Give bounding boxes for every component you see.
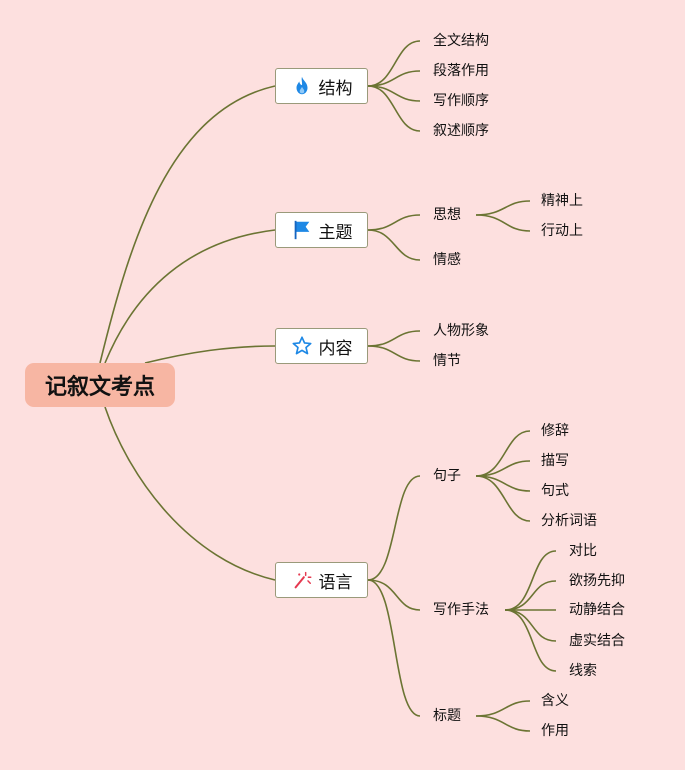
edge-sixiang-2 [475,214,531,232]
node-juzi[interactable]: 句子 [433,468,461,484]
edge-biaoti-2 [475,715,531,732]
edge-language-biaoti [367,579,421,717]
edge-biaoti-1 [475,700,531,717]
edge-root-content [144,345,276,364]
edge-language-juzi [367,475,421,581]
star-icon [291,336,312,355]
edge-language-shoufa [367,579,421,611]
leaf-juzi-4[interactable]: 分析词语 [541,513,597,529]
leaf-sixiang-1[interactable]: 精神上 [541,193,583,209]
category-language[interactable]: 语言 [275,562,368,598]
leaf-structure-4[interactable]: 叙述顺序 [433,123,489,139]
leaf-sixiang-2[interactable]: 行动上 [541,223,583,239]
category-content[interactable]: 内容 [275,328,368,364]
leaf-structure-1[interactable]: 全文结构 [433,33,489,49]
edge-juzi-1 [475,430,531,477]
category-content-label: 内容 [318,338,353,359]
edge-juzi-4 [475,475,531,522]
leaf-juzi-3[interactable]: 句式 [541,483,569,499]
leaf-shoufa-4[interactable]: 虚实结合 [569,633,625,649]
leaf-biaoti-2[interactable]: 作用 [541,723,569,739]
category-structure-label: 结构 [318,78,353,99]
node-shoufa[interactable]: 写作手法 [433,602,489,618]
leaf-content-1[interactable]: 人物形象 [433,323,489,339]
leaf-qinggan[interactable]: 情感 [433,252,461,268]
leaf-shoufa-3[interactable]: 动静结合 [569,602,625,618]
leaf-shoufa-2[interactable]: 欲扬先抑 [569,573,625,589]
edge-sixiang-1 [475,200,531,216]
node-biaoti[interactable]: 标题 [433,708,461,724]
magic-wand-icon [294,571,311,589]
edge-content-1 [367,330,421,347]
leaf-structure-3[interactable]: 写作顺序 [433,93,489,109]
edge-theme-qinggan [367,229,421,261]
edge-content-2 [367,345,421,362]
leaf-juzi-2[interactable]: 描写 [541,453,569,469]
flag-icon [294,220,309,240]
edge-shoufa-2 [504,580,557,611]
edge-root-theme [104,229,276,364]
edge-root-structure [99,85,276,364]
leaf-content-2[interactable]: 情节 [433,353,461,369]
root-node[interactable]: 记叙文考点 [25,363,175,407]
edge-structure-1 [367,40,421,87]
category-theme-label: 主题 [318,222,353,243]
category-language-label: 语言 [318,572,353,593]
edge-structure-4 [367,85,421,132]
edge-juzi-2 [475,460,531,477]
edge-shoufa-1 [504,550,557,611]
edge-juzi-3 [475,475,531,492]
leaf-biaoti-1[interactable]: 含义 [541,693,569,709]
edge-shoufa-5 [504,609,557,672]
leaf-juzi-1[interactable]: 修辞 [541,423,569,439]
leaf-shoufa-1[interactable]: 对比 [569,543,597,559]
edge-theme-sixiang [367,214,421,231]
flame-icon [296,76,307,95]
edge-root-language [104,406,276,581]
leaf-shoufa-5[interactable]: 线索 [569,663,597,679]
category-structure[interactable]: 结构 [275,68,368,104]
node-sixiang[interactable]: 思想 [433,207,461,223]
category-theme[interactable]: 主题 [275,212,368,248]
leaf-structure-2[interactable]: 段落作用 [433,63,489,79]
